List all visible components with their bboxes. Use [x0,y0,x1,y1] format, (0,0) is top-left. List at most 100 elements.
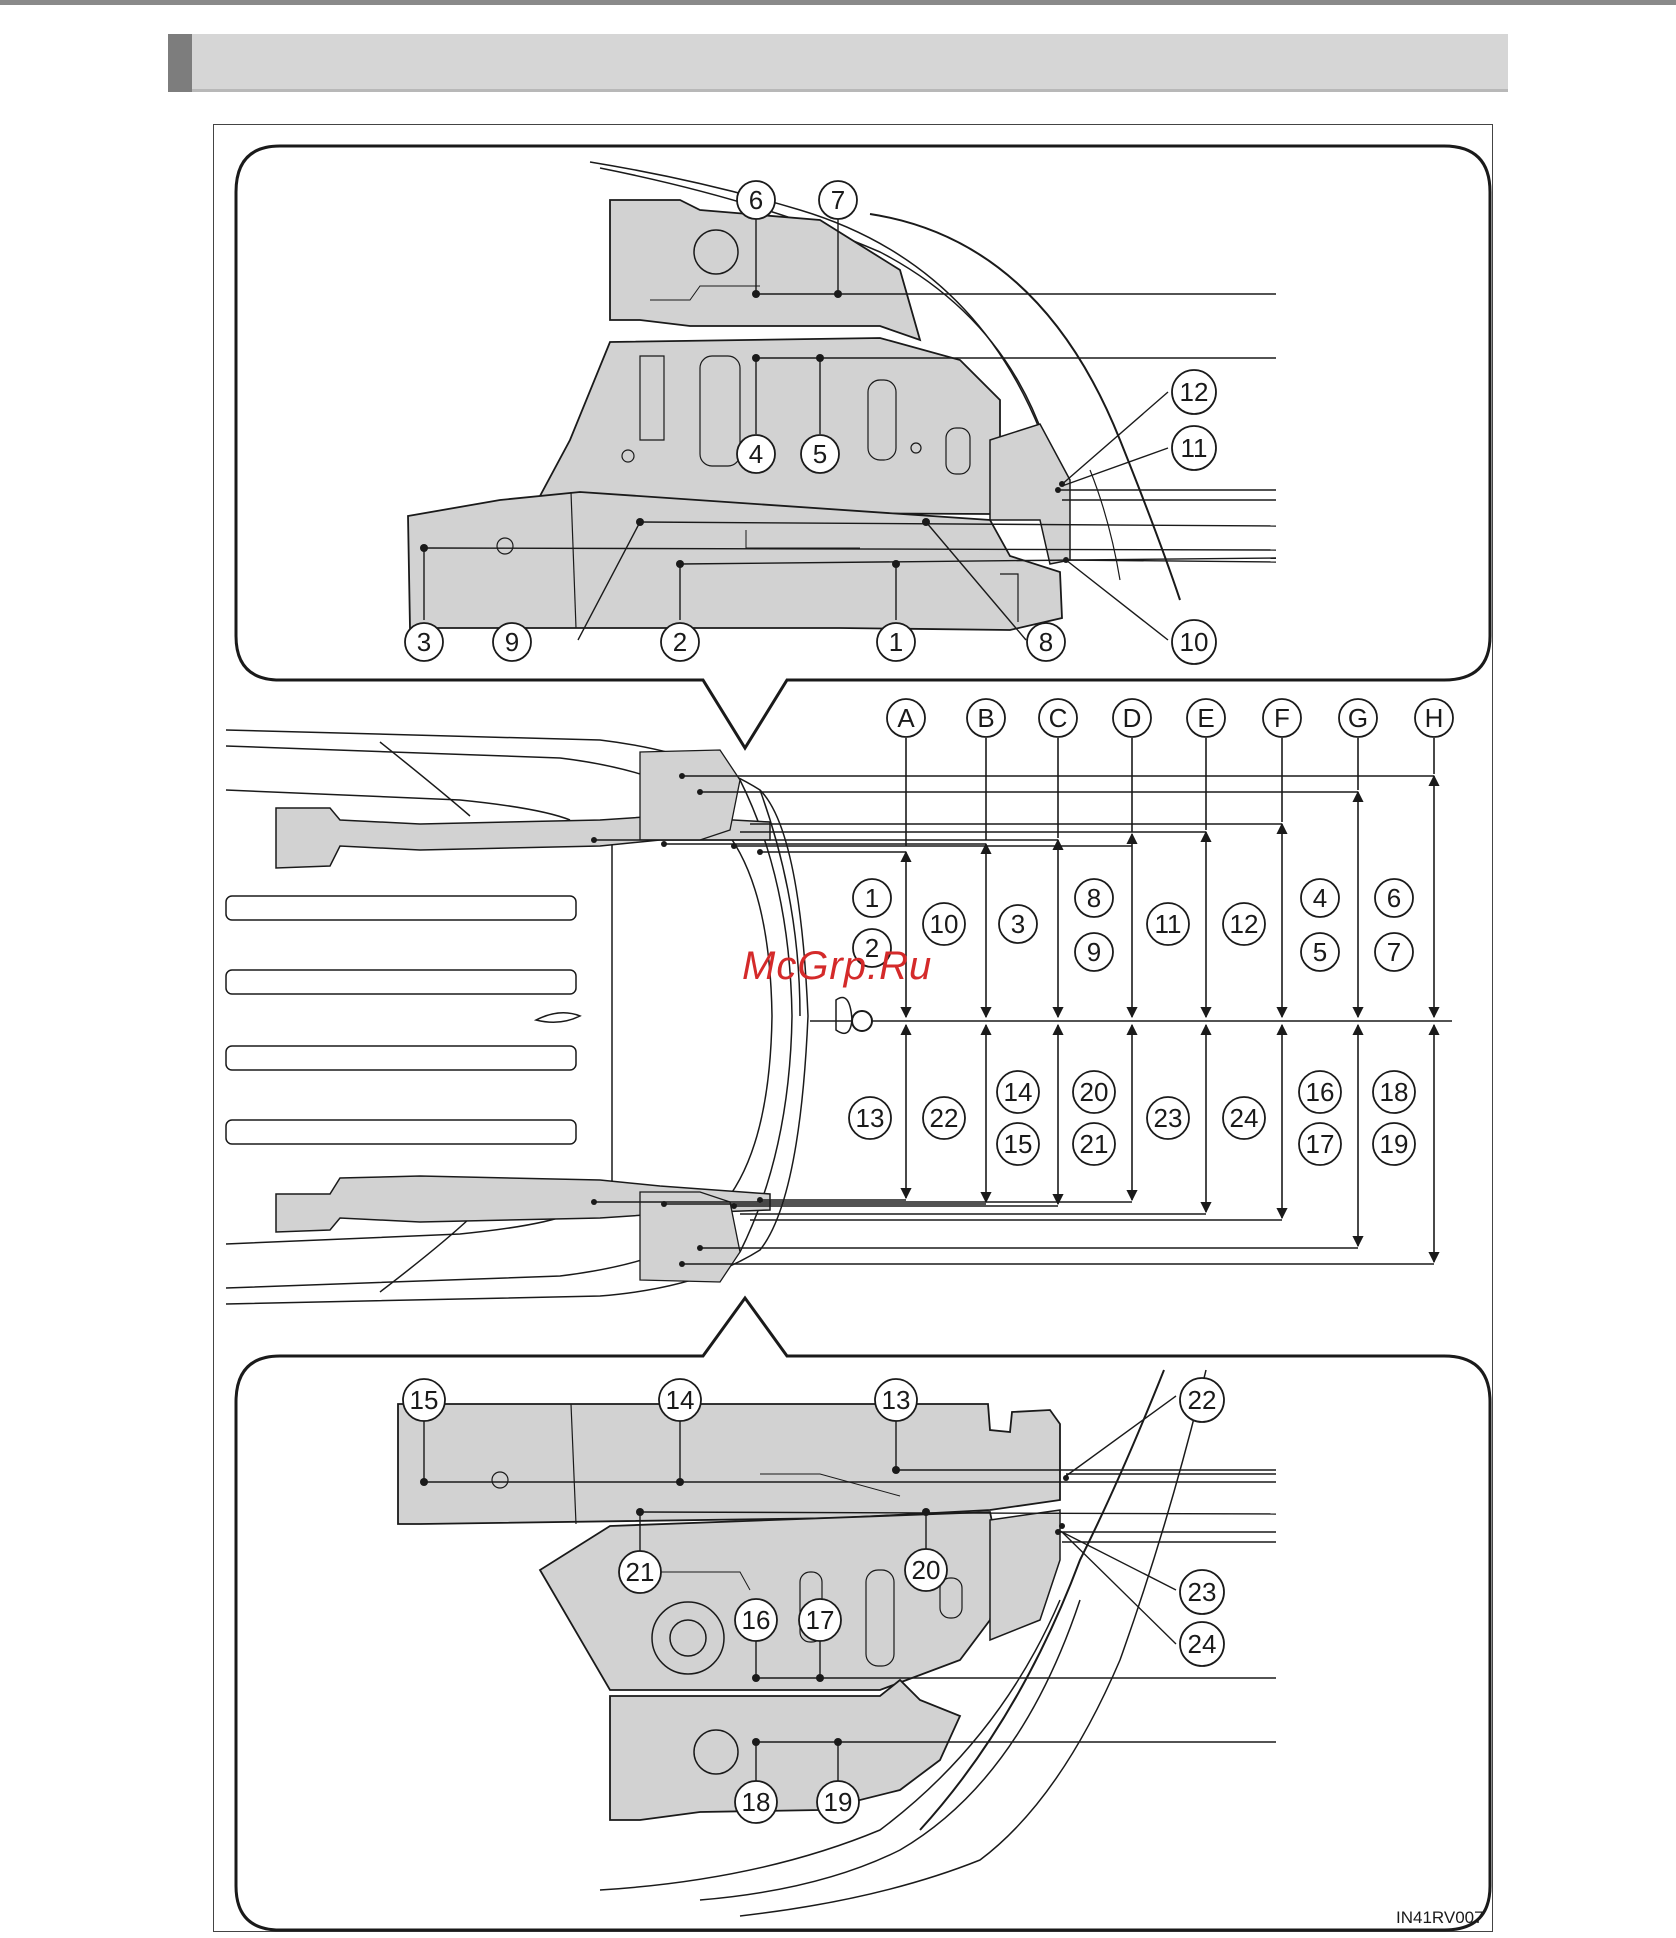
svg-text:9: 9 [1087,937,1101,967]
col-f-upper-1: 12 [1223,903,1265,945]
callout-15: 15 [403,1379,445,1421]
svg-text:F: F [1274,703,1290,733]
callout-4: 4 [737,435,775,473]
svg-text:16: 16 [742,1605,771,1635]
svg-text:15: 15 [1004,1129,1033,1159]
svg-text:2: 2 [673,627,687,657]
svg-text:20: 20 [1080,1077,1109,1107]
svg-text:D: D [1123,703,1142,733]
col-d-lower-1: 20 [1073,1071,1115,1113]
column-letter-c: C [1039,699,1077,737]
svg-text:12: 12 [1180,377,1209,407]
callout-2: 2 [661,623,699,661]
svg-text:8: 8 [1039,627,1053,657]
callout-13: 13 [875,1379,917,1421]
callout-16: 16 [735,1599,777,1641]
col-d-lower-2: 21 [1073,1123,1115,1165]
svg-text:8: 8 [1087,883,1101,913]
watermark: McGrp.Ru [742,944,932,989]
svg-text:7: 7 [1387,937,1401,967]
callout-19: 19 [817,1781,859,1823]
svg-text:11: 11 [1155,909,1182,939]
svg-text:17: 17 [806,1605,835,1635]
col-c-lower-2: 15 [997,1123,1039,1165]
column-letter-h: H [1415,699,1453,737]
callout-23: 23 [1180,1570,1224,1614]
svg-text:11: 11 [1181,433,1208,463]
column-letter-a: A [887,699,925,737]
callout-1: 1 [877,623,915,661]
svg-text:E: E [1197,703,1214,733]
svg-text:17: 17 [1306,1129,1335,1159]
col-a-upper-1: 1 [853,879,891,917]
column-letter-d: D [1113,699,1151,737]
svg-text:4: 4 [749,439,763,469]
svg-text:H: H [1425,703,1444,733]
figure-code: IN41RV007 [1396,1908,1484,1928]
col-h-upper-1: 6 [1375,879,1413,917]
col-f-lower-1: 24 [1223,1097,1265,1139]
svg-text:14: 14 [1004,1077,1033,1107]
svg-text:19: 19 [824,1787,853,1817]
callout-6: 6 [737,181,775,219]
callout-22: 22 [1180,1378,1224,1422]
svg-text:4: 4 [1313,883,1327,913]
svg-text:10: 10 [1180,627,1209,657]
col-g-lower-1: 16 [1299,1071,1341,1113]
svg-text:14: 14 [666,1385,695,1415]
callout-9: 9 [493,623,531,661]
col-g-upper-2: 5 [1301,933,1339,971]
callout-21: 21 [619,1551,661,1593]
col-b-lower-1: 22 [923,1097,965,1139]
col-b-upper-1: 10 [923,903,965,945]
callout-14: 14 [659,1379,701,1421]
svg-text:5: 5 [813,439,827,469]
svg-text:C: C [1049,703,1068,733]
col-g-upper-1: 4 [1301,879,1339,917]
svg-text:1: 1 [865,883,879,913]
svg-text:3: 3 [1011,909,1025,939]
svg-text:15: 15 [410,1385,439,1415]
column-letter-e: E [1187,699,1225,737]
svg-text:23: 23 [1188,1577,1217,1607]
svg-text:21: 21 [626,1557,655,1587]
svg-text:22: 22 [1188,1385,1217,1415]
svg-text:7: 7 [831,185,845,215]
callout-5: 5 [801,435,839,473]
svg-text:3: 3 [417,627,431,657]
svg-text:13: 13 [882,1385,911,1415]
callout-17: 17 [799,1599,841,1641]
svg-text:6: 6 [1387,883,1401,913]
col-d-upper-1: 8 [1075,879,1113,917]
svg-text:6: 6 [749,185,763,215]
svg-text:1: 1 [889,627,903,657]
callout-3: 3 [405,623,443,661]
col-g-lower-2: 17 [1299,1123,1341,1165]
svg-text:16: 16 [1306,1077,1335,1107]
callout-8: 8 [1027,623,1065,661]
col-a-lower-1: 13 [849,1097,891,1139]
svg-text:5: 5 [1313,937,1327,967]
callout-7: 7 [819,181,857,219]
svg-text:10: 10 [930,909,959,939]
svg-text:22: 22 [930,1103,959,1133]
svg-text:12: 12 [1230,909,1259,939]
bottom-detail-panel: 15 14 13 22 21 20 23 24 16 17 18 19 [236,1298,1490,1930]
column-letter-b: B [967,699,1005,737]
svg-text:23: 23 [1154,1103,1183,1133]
col-c-lower-1: 14 [997,1071,1039,1113]
svg-text:B: B [977,703,994,733]
car-front-overview [226,730,1452,1304]
col-h-lower-2: 19 [1373,1123,1415,1165]
column-letter-g: G [1339,699,1377,737]
svg-text:20: 20 [912,1555,941,1585]
svg-text:24: 24 [1188,1629,1217,1659]
svg-text:9: 9 [505,627,519,657]
svg-text:13: 13 [856,1103,885,1133]
svg-text:18: 18 [742,1787,771,1817]
col-h-upper-2: 7 [1375,933,1413,971]
col-d-upper-2: 9 [1075,933,1113,971]
callout-20: 20 [905,1549,947,1591]
svg-text:A: A [897,703,915,733]
top-detail-panel: 6 7 4 5 12 11 3 9 2 1 8 10 [236,146,1490,748]
